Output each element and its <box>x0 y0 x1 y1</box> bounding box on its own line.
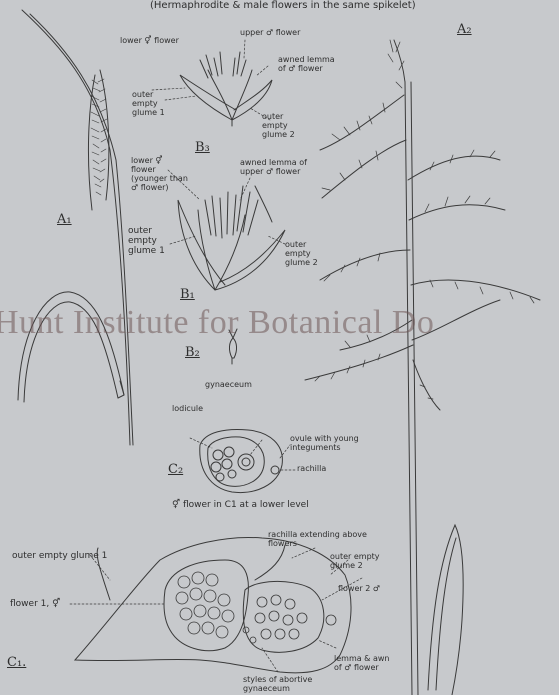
figure-b1-label: B₁ <box>180 287 195 302</box>
label-b3-awned-lemma: awned lemma of ♂ flower <box>278 55 338 73</box>
label-c1-styles: styles of abortive gynaeceum <box>243 675 333 693</box>
figure-a1-label: A₁ <box>57 212 72 227</box>
a2-panicle <box>305 40 540 695</box>
figure-c1-label: C₁. <box>7 655 26 670</box>
c1-cross-section <box>70 537 362 672</box>
figure-b3-label: B₃ <box>195 140 210 155</box>
label-c1-flower2: flower 2 ♂ <box>338 584 380 593</box>
label-c1-rachilla: rachilla extending above flowers <box>268 530 388 548</box>
label-c1-lemma: lemma & awn of ♂ flower <box>334 654 394 672</box>
a1-culm-with-spike <box>18 10 133 445</box>
label-b3-outer-glume2: outer empty glume 2 <box>262 112 310 139</box>
label-c1-flower1: flower 1, ⚥ <box>10 600 60 609</box>
label-c1-outer-glume1: outer empty glume 1 <box>12 552 107 561</box>
label-b1-awned-lemma: awned lemma of upper ♂ flower <box>240 158 315 176</box>
watermark: Hunt Institute for Botanical Do <box>0 304 434 342</box>
label-c2-lodicule: lodicule <box>172 404 203 413</box>
figure-b2-label: B₂ <box>185 345 200 360</box>
label-c1-outer-glume2: outer empty glume 2 <box>330 552 380 570</box>
label-b3-lower-flower: lower ⚥ flower <box>120 36 179 45</box>
label-b3-outer-glume1: outer empty glume 1 <box>132 90 172 117</box>
c2-caption: ⚥ flower in C1 at a lower level <box>172 500 309 510</box>
figure-c2-label: C₂ <box>168 462 183 477</box>
c2-cross-section <box>190 430 296 493</box>
label-b1-outer-glume1: outer empty glume 1 <box>128 226 168 256</box>
label-b1-lower-flower: lower ⚥ flower (younger than ♂ flower) <box>131 156 189 192</box>
label-b1-outer-glume2: outer empty glume 2 <box>285 240 325 267</box>
label-c2-rachilla: rachilla <box>297 464 326 473</box>
label-c2-ovule: ovule with young integuments <box>290 434 380 452</box>
label-b3-upper-flower: upper ♂ flower <box>240 28 300 37</box>
leaf-sheath <box>428 525 463 695</box>
label-b2-gynaeceum: gynaeceum <box>205 380 252 389</box>
figure-a2-label: A₂ <box>457 22 472 37</box>
